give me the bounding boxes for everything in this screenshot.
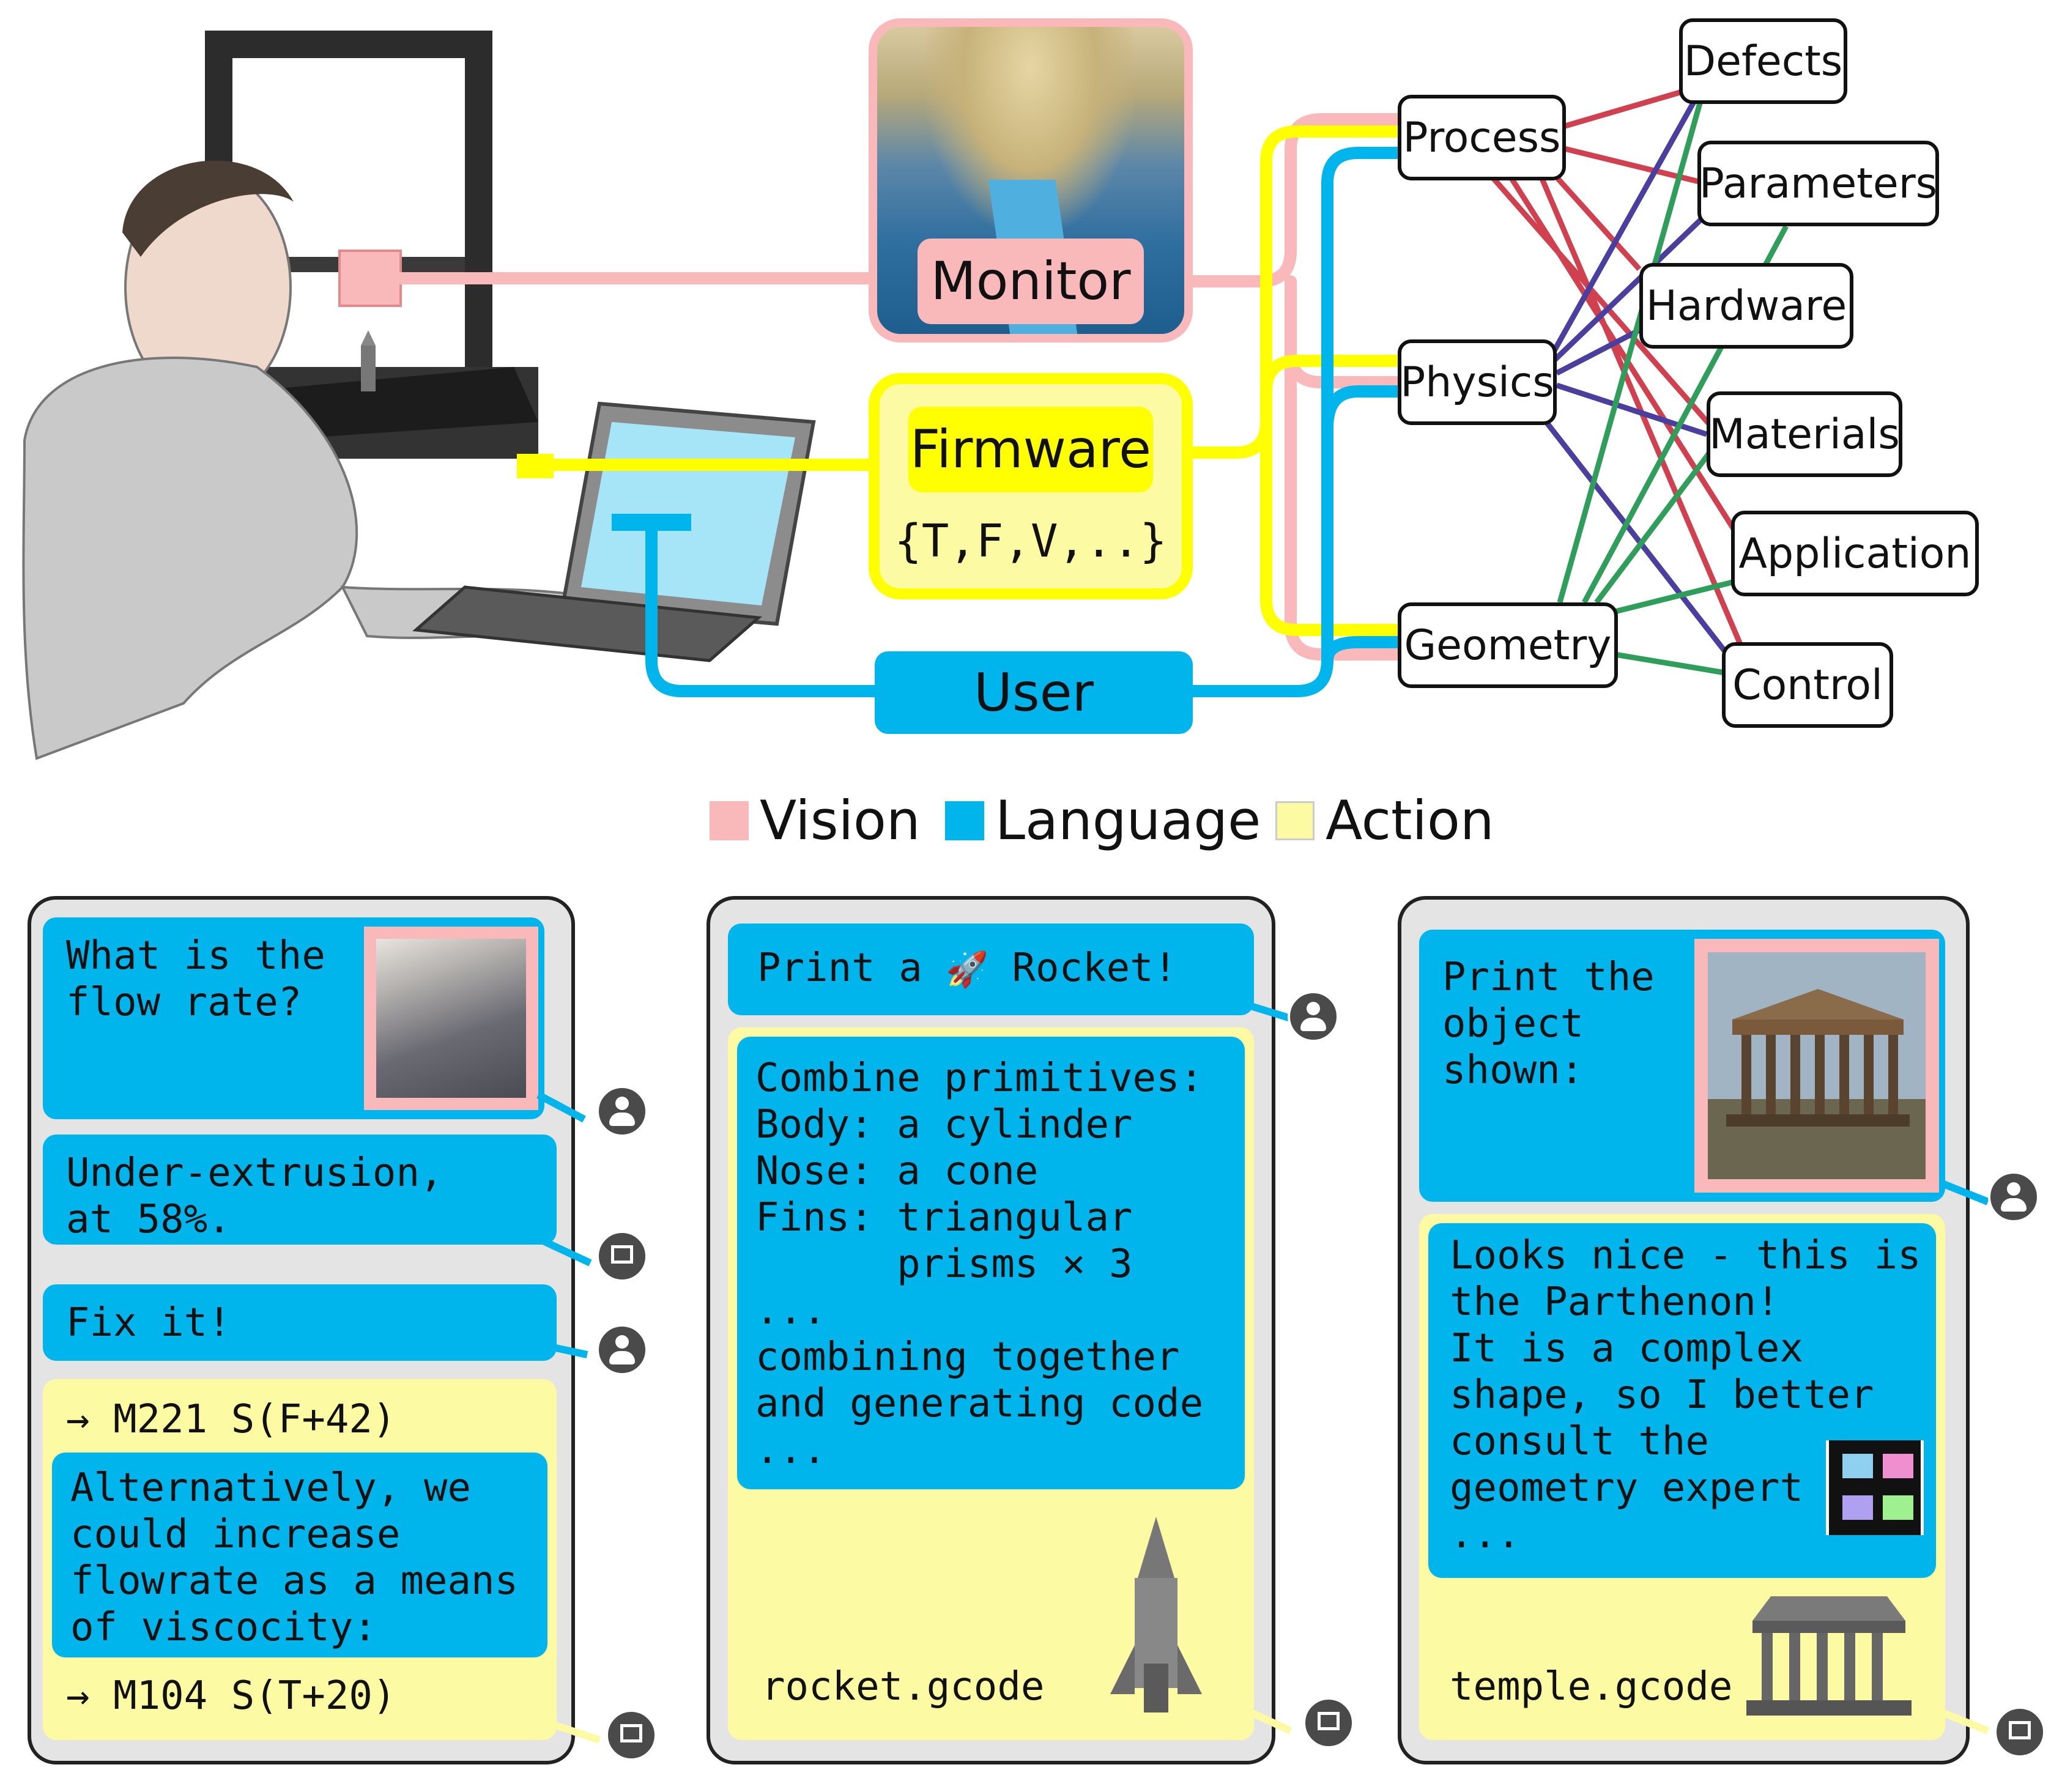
user-avatar-icon [1288, 991, 1339, 1042]
node-materials: Materials [1707, 391, 1902, 477]
user-avatar-icon [1988, 1171, 2039, 1223]
bot-answer-bubble [43, 1135, 557, 1245]
plan-bubble [737, 1037, 1245, 1489]
printed-temple-image [1746, 1596, 1912, 1716]
user-object-text: Print the object shown: [1442, 955, 1655, 1093]
user-avatar-icon [596, 1324, 648, 1375]
bot-printer-icon [1994, 1706, 2045, 1758]
user-prompt-bubble [728, 924, 1254, 1015]
plan-text: Combine primitives: Body: a cylinder Nos… [755, 1056, 1204, 1473]
node-parameters: Parameters [1697, 141, 1939, 226]
legend-language-swatch [945, 801, 984, 840]
legend-action: Action [1275, 789, 1494, 852]
user-avatar-icon [596, 1086, 648, 1137]
printed-rocket-image [1110, 1517, 1202, 1712]
rocket-icon: 🚀 [946, 950, 988, 990]
geometry-reply-text: Looks nice - this is the Parthenon! It i… [1450, 1233, 1921, 1557]
node-process: Process [1398, 95, 1566, 180]
legend-language-label: Language [995, 789, 1261, 852]
bot-printer-icon [596, 1231, 648, 1282]
alternative-text: Alternatively, we could increase flowrat… [70, 1465, 519, 1650]
legend-action-label: Action [1326, 789, 1494, 852]
illustration-printer-user [22, 31, 816, 760]
prompt-prefix: Print a [757, 946, 946, 991]
language-connections [645, 147, 1407, 697]
legend-vision-swatch [710, 801, 749, 840]
user-command-text: Fix it! [66, 1300, 231, 1346]
monitor-label: Monitor [918, 239, 1144, 324]
legend-language: Language [945, 789, 1261, 852]
user-question-text: What is the flow rate? [66, 933, 325, 1025]
rocket-gcode-file: rocket.gcode [762, 1664, 1045, 1709]
firmware-params: {T,F,V,..} [894, 515, 1167, 568]
bot-printer-icon [606, 1709, 657, 1761]
user-command-bubble [43, 1284, 557, 1361]
alternative-bubble [52, 1453, 547, 1657]
action-connections [547, 125, 1407, 636]
object-render-image [1694, 939, 1939, 1193]
legend-vision: Vision [710, 789, 921, 852]
parthenon-render [1708, 952, 1926, 1179]
action-command-2: → M104 S(T+20) [66, 1673, 396, 1719]
prompt-suffix: Rocket! [988, 946, 1177, 991]
node-geometry: Geometry [1398, 602, 1618, 688]
user-prompt-text: Print a 🚀 Rocket! [757, 945, 1177, 993]
firmware-label: Firmware [908, 407, 1153, 492]
user-label: User [875, 651, 1193, 734]
node-hardware: Hardware [1639, 263, 1853, 349]
camera-snapshot [364, 927, 538, 1110]
legend-vision-label: Vision [760, 789, 921, 852]
node-application: Application [1731, 511, 1979, 596]
bot-answer-text: Under-extrusion, at 58%. [66, 1150, 443, 1242]
node-control: Control [1722, 642, 1893, 728]
node-physics: Physics [1398, 339, 1557, 425]
action-command-1: → M221 S(F+42) [66, 1397, 396, 1442]
legend-action-swatch [1275, 801, 1315, 840]
geometry-expert-icon [1826, 1440, 1924, 1535]
expert-edges [1490, 89, 1789, 676]
bot-printer-icon [1303, 1697, 1354, 1749]
node-defects: Defects [1679, 18, 1847, 104]
temple-gcode-file: temple.gcode [1450, 1664, 1733, 1709]
